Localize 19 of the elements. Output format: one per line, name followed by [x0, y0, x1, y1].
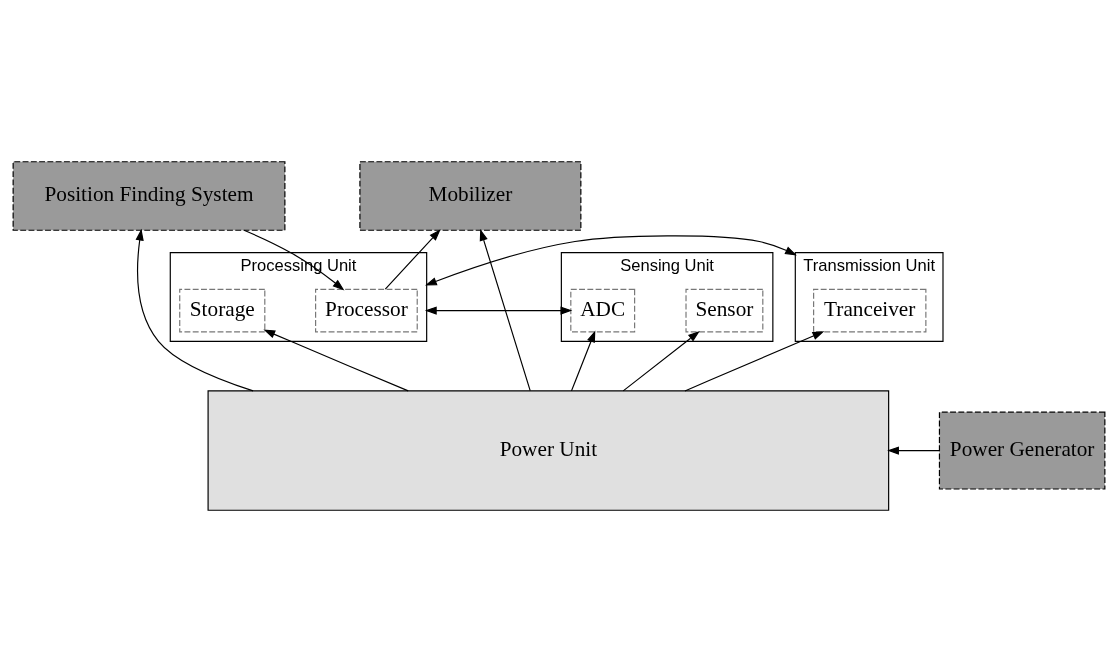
arrow: [263, 329, 409, 392]
arrow: [424, 306, 573, 315]
arrow: [384, 229, 441, 290]
node-box: Mobilizer: [359, 161, 582, 231]
node-box: Storage: [179, 288, 266, 333]
arrow: [135, 228, 254, 392]
node-box: Power Generator: [938, 411, 1106, 490]
arrow: [887, 446, 940, 455]
arrow: [684, 331, 825, 392]
arrow: [479, 228, 531, 392]
arrow: [570, 330, 596, 392]
node-box: Sensor: [685, 288, 764, 333]
node-box: Position Finding System: [12, 161, 286, 231]
node-box: Power Unit: [207, 390, 890, 511]
node-box: Tranceiver: [813, 288, 927, 333]
arrow: [425, 235, 797, 286]
node-box: Processor: [315, 288, 418, 333]
arrow: [622, 331, 700, 392]
node-box: ADC: [570, 288, 636, 333]
